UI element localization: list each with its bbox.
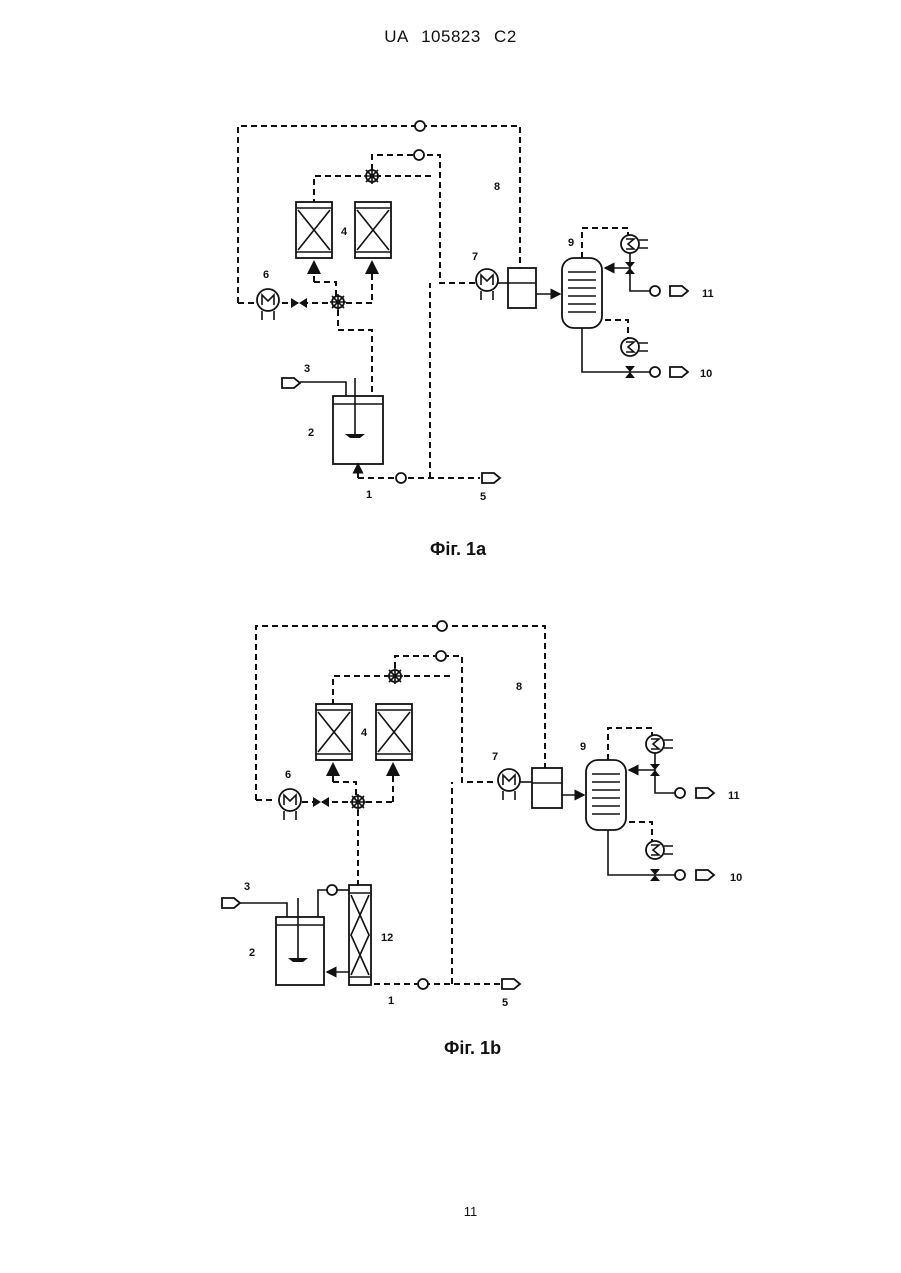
label-5: 5 (480, 491, 486, 503)
label-4: 4 (341, 226, 348, 238)
label-6: 6 (263, 269, 269, 281)
separator-vessel (508, 268, 536, 308)
feed-arrow-icon (282, 378, 300, 388)
outlet-arrow-icon (670, 286, 688, 296)
figure-caption: Фіг. 1b (444, 1038, 501, 1058)
adsorber-column (296, 202, 332, 258)
pump-icon (650, 286, 660, 296)
pump-icon (650, 367, 660, 377)
outlet-arrow-icon (696, 870, 714, 880)
reactor-vessel (333, 396, 383, 464)
reboiler-icon (646, 841, 673, 859)
label-4: 4 (361, 727, 368, 739)
figure-1b: 1 2 3 4 5 6 7 8 9 10 11 12 Фіг. 1b (222, 621, 742, 1058)
separator-vessel (532, 768, 562, 808)
pump-icon (418, 979, 428, 989)
figure-caption: Фіг. 1а (430, 539, 487, 559)
pump-icon (396, 473, 406, 483)
pump-icon (415, 121, 425, 131)
label-8: 8 (516, 681, 522, 693)
page-number: 11 (0, 1204, 901, 1219)
adsorber-column (376, 704, 412, 760)
heater-icon (279, 789, 301, 820)
adsorber-column (355, 202, 391, 258)
label-9: 9 (580, 741, 586, 753)
pump-icon (327, 885, 337, 895)
condenser-icon (646, 735, 673, 753)
heater-icon (257, 289, 279, 320)
label-12: 12 (381, 932, 393, 944)
packed-column (349, 885, 371, 985)
label-10: 10 (700, 368, 712, 380)
adsorber-column (316, 704, 352, 760)
distribution-valve-icon (364, 168, 380, 184)
label-11: 11 (702, 288, 714, 300)
condenser-icon (621, 235, 648, 253)
pump-icon (437, 621, 447, 631)
reboiler-icon (621, 338, 648, 356)
feed-arrow-icon (222, 898, 240, 908)
label-1: 1 (366, 489, 372, 501)
outlet-arrow-icon (482, 473, 500, 483)
label-2: 2 (308, 427, 314, 439)
label-8: 8 (494, 181, 500, 193)
pump-icon (675, 788, 685, 798)
label-1: 1 (388, 995, 394, 1007)
heater-icon (476, 269, 498, 300)
pump-icon (436, 651, 446, 661)
heater-icon (498, 769, 520, 800)
distribution-valve-icon (330, 294, 346, 310)
pump-icon (414, 150, 424, 160)
distribution-valve-icon (350, 794, 366, 810)
label-6: 6 (285, 769, 291, 781)
label-5: 5 (502, 997, 508, 1009)
label-11: 11 (728, 790, 740, 802)
reactor-vessel (276, 917, 324, 985)
figure-1a: 1 2 3 4 5 6 7 8 9 10 11 Фіг. 1а (238, 121, 714, 559)
outlet-arrow-icon (670, 367, 688, 377)
label-9: 9 (568, 237, 574, 249)
distillation-column (586, 760, 626, 830)
pump-icon (675, 870, 685, 880)
outlet-arrow-icon (696, 788, 714, 798)
label-2: 2 (249, 947, 255, 959)
outlet-arrow-icon (502, 979, 520, 989)
label-3: 3 (304, 363, 310, 375)
label-10: 10 (730, 872, 742, 884)
label-3: 3 (244, 881, 250, 893)
distillation-column (562, 258, 602, 328)
label-7: 7 (492, 751, 498, 763)
distribution-valve-icon (387, 668, 403, 684)
valve-icon (313, 797, 329, 807)
label-7: 7 (472, 251, 478, 263)
valve-icon (291, 298, 307, 308)
